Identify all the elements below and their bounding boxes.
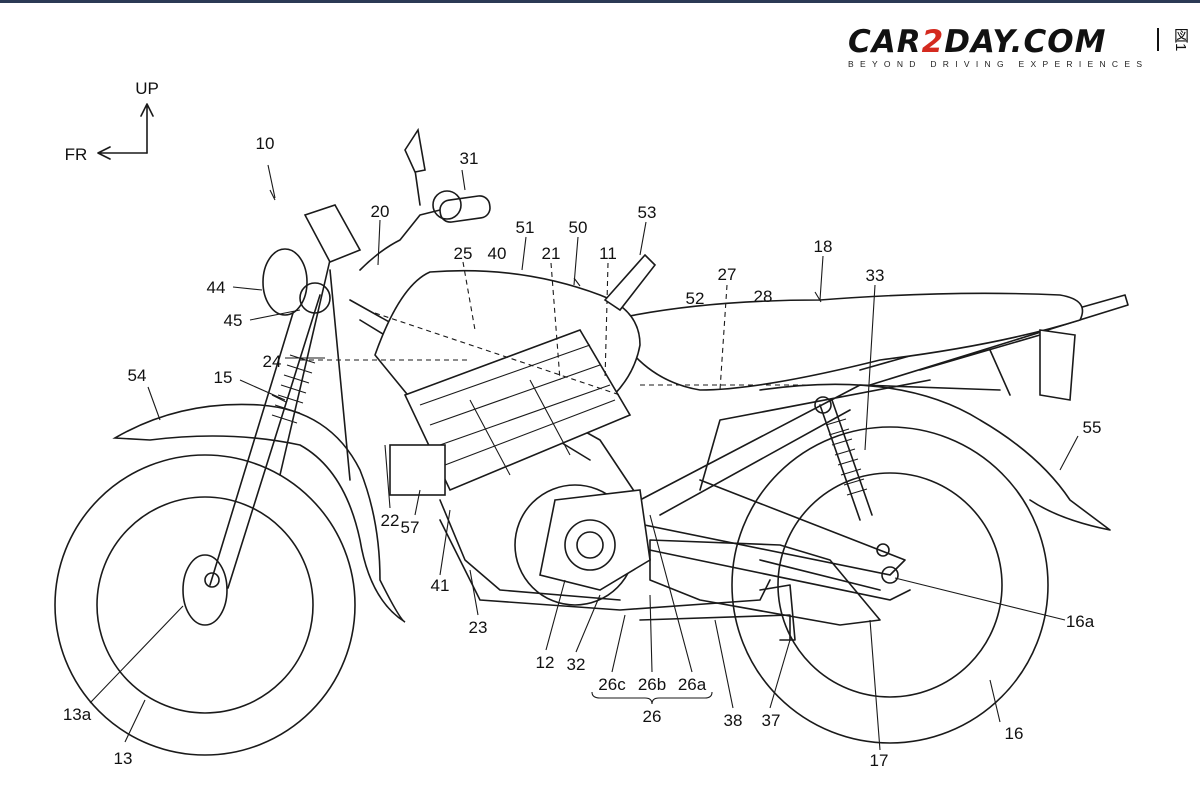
label-53: 53 [638, 203, 657, 222]
swingarm [619, 479, 911, 601]
label-20: 20 [371, 202, 390, 221]
logo-tagline: BEYOND DRIVING EXPERIENCES [848, 59, 1149, 69]
front-wheel [54, 454, 356, 756]
label-26c: 26c [598, 675, 626, 694]
battery-box [389, 329, 632, 496]
label-41: 41 [431, 576, 450, 595]
label-11: 11 [599, 244, 617, 263]
label-26b: 26b [638, 675, 666, 694]
side-stand [759, 584, 796, 641]
orientation-arrows [97, 103, 154, 160]
label-33: 33 [866, 266, 885, 285]
headlight-mount [299, 282, 331, 314]
label-25: 25 [454, 244, 473, 263]
label-31: 31 [460, 149, 479, 168]
figure-mark: 図1 [1157, 28, 1200, 52]
tail-light [1039, 329, 1076, 401]
label-28: 28 [754, 287, 773, 306]
label-23: 23 [469, 618, 488, 637]
label-16: 16 [1005, 724, 1024, 743]
label-26a: 26a [678, 675, 707, 694]
label-55: 55 [1083, 418, 1102, 437]
rear-wheel [731, 426, 1049, 744]
label-52: 52 [686, 289, 705, 308]
hidden-lines [300, 261, 820, 396]
label-32: 32 [567, 655, 586, 674]
leader-lines [89, 164, 1079, 751]
label-12: 12 [536, 653, 555, 672]
front-arrow-icon [97, 146, 148, 160]
lower-pipe [439, 499, 791, 641]
car2day-logo: CAR2DAY.COM BEYOND DRIVING EXPERIENCES 図… [848, 26, 1200, 78]
reference-labels: UP FR 10 31 20 51 50 53 25 40 21 11 18 2… [63, 79, 1102, 770]
logo-prefix: CAR [848, 24, 922, 60]
label-45: 45 [224, 311, 243, 330]
label-38: 38 [724, 711, 743, 730]
label-24: 24 [263, 352, 282, 371]
label-51: 51 [516, 218, 535, 237]
seat [608, 292, 1084, 391]
mirror [404, 127, 426, 173]
rear-fender [759, 383, 1111, 531]
label-22: 22 [381, 511, 400, 530]
logo-accent: 2 [921, 24, 945, 60]
logo-suffix: DAY.COM [944, 24, 1107, 60]
label-44: 44 [207, 278, 226, 297]
label-10: 10 [256, 134, 275, 153]
label-16a: 16a [1066, 612, 1095, 631]
orientation-front: FR [65, 145, 88, 164]
charge-lid [603, 253, 657, 312]
label-13: 13 [114, 749, 133, 768]
label-37: 37 [762, 711, 781, 730]
front-fender [112, 403, 406, 623]
headlight [262, 248, 308, 316]
label-54: 54 [128, 366, 147, 385]
meter [303, 204, 362, 264]
label-13a: 13a [63, 705, 92, 724]
label-21: 21 [542, 244, 561, 263]
up-arrow-icon [140, 103, 154, 154]
rear-cover [649, 539, 881, 626]
label-57: 57 [401, 518, 420, 537]
orientation-up: UP [135, 79, 159, 98]
label-27: 27 [718, 265, 737, 284]
motor [514, 484, 651, 606]
logo-wordmark: CAR2DAY.COM [848, 26, 1178, 58]
throttle-grip [432, 190, 491, 223]
label-15: 15 [214, 368, 233, 387]
brace-26 [591, 691, 713, 705]
label-40: 40 [488, 244, 507, 263]
label-26: 26 [643, 707, 662, 726]
label-17: 17 [870, 751, 889, 770]
label-18: 18 [814, 237, 833, 256]
handlebar [359, 169, 441, 271]
top-border [0, 0, 1200, 3]
label-50: 50 [569, 218, 588, 237]
rear-shock [814, 396, 890, 557]
front-fork [209, 259, 351, 589]
